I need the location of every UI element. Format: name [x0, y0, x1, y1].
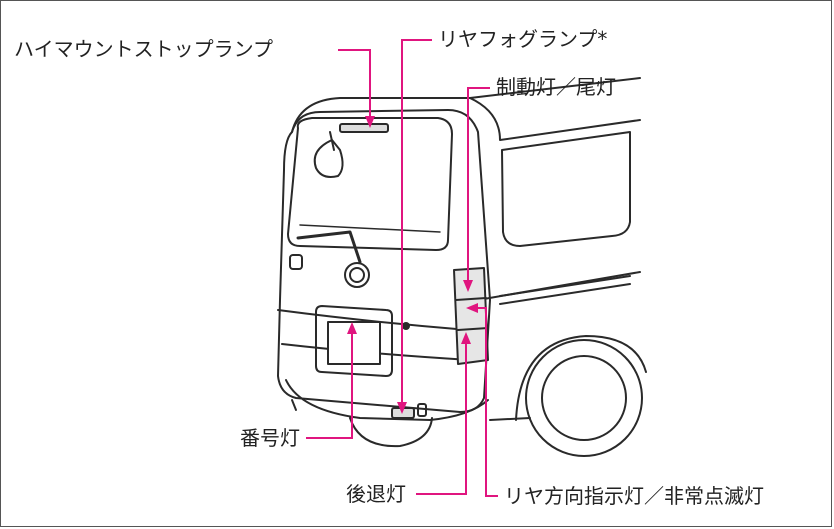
label-turn-hazard-lamp: リヤ方向指示灯／非常点滅灯 — [504, 484, 764, 508]
rear-door-outline — [277, 109, 491, 413]
rear-wheel-right — [525, 339, 643, 457]
label-license-plate-lamp: 番号灯 — [240, 426, 300, 450]
van-side-rocker — [489, 417, 531, 421]
rear-handle — [289, 254, 303, 270]
leader-rear-fog-lamp — [401, 39, 432, 410]
label-brake-tail-lamp: 制動灯／尾灯 — [496, 75, 616, 99]
license-plate — [327, 321, 381, 365]
label-high-mount-stop-lamp: ハイマウントストップランプ — [14, 37, 273, 61]
side-trim — [499, 275, 631, 305]
rear-emblem — [344, 262, 370, 288]
leader-license-plate-lamp — [306, 326, 353, 439]
tail-lamp-assembly — [453, 267, 489, 365]
van-side-top — [469, 97, 641, 141]
label-rear-fog-lamp: リヤフォグランプ* — [438, 27, 608, 51]
rear-window — [287, 117, 453, 251]
label-backup-lamp: 後退灯 — [346, 482, 406, 506]
rear-wiper — [313, 139, 344, 178]
side-window — [501, 131, 631, 247]
leader-brake-tail-lamp — [467, 87, 490, 288]
rear-wheel-left — [349, 417, 433, 448]
wheel-arch — [515, 335, 647, 421]
leader-high-mount-stop-lamp — [338, 49, 371, 124]
high-mount-stop-lamp-housing — [339, 123, 389, 133]
leader-backup-lamp — [416, 336, 467, 495]
license-plate-recess — [315, 305, 393, 377]
lower-bumper — [285, 379, 489, 421]
